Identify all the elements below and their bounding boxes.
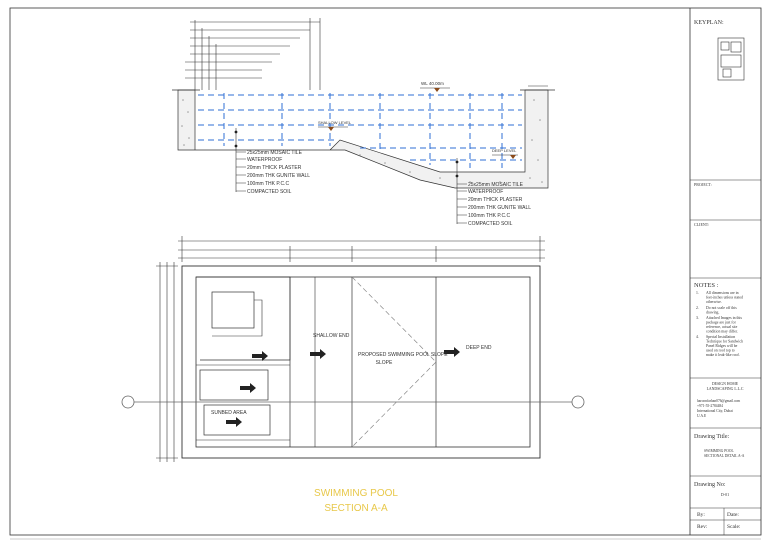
firm-subname: LANDSCAPING L.L.C	[707, 387, 744, 391]
date-label: Date:	[727, 512, 739, 518]
sunbed-label: SUNBED AREA	[211, 410, 247, 416]
contact-phone: +971-55-2784484	[697, 404, 723, 408]
svg-text:Panel Ridges will be: Panel Ridges will be	[706, 344, 738, 348]
dimension-ladder	[185, 18, 321, 90]
firm-name: DESIGN HOME	[712, 382, 739, 386]
keyplan-label: KEYPLAN:	[694, 20, 724, 26]
level-arrows	[226, 347, 460, 427]
shallow-layer-5: 100mm THK P.C.C	[247, 181, 289, 187]
contact-country: U.A.E	[697, 414, 707, 418]
deep-end-label: DEEP END	[466, 345, 492, 351]
section-bubble-left	[121, 395, 135, 409]
pool-deck-outline	[181, 265, 541, 459]
slope-marker	[351, 276, 437, 448]
plan-view: SHALLOW END PROPOSED SWIMMING POOL SLOPE…	[121, 236, 585, 462]
drawing-caption-line2: SECTION A-A	[324, 503, 388, 514]
svg-text:3.: 3.	[696, 316, 699, 320]
client-label: CLIENT:	[694, 222, 709, 227]
svg-text:package are just for: package are just for	[706, 321, 737, 325]
svg-text:1.: 1.	[696, 291, 699, 295]
section-bubble-right	[571, 395, 585, 409]
shallow-layer-1: 25x25mm MOSAIC TILE	[247, 150, 303, 156]
drawing-title-line2: SECTIONAL DETAIL A-A	[704, 454, 745, 458]
notes-list: 1. All dimensions are in feet-inches unl…	[696, 291, 743, 357]
svg-text:Do not scale off this: Do not scale off this	[706, 306, 737, 310]
svg-text:condition may differ.: condition may differ.	[706, 330, 738, 334]
contact-address: International City, Dubai	[697, 409, 733, 414]
drawing-title-label: Drawing Title:	[694, 434, 730, 440]
wl-shallow-label: SHALLOW LEVEL	[318, 120, 352, 125]
svg-text:feet-inches unless stated: feet-inches unless stated	[706, 296, 743, 300]
pool-inner-outline	[195, 276, 531, 448]
shallow-layer-4: 200mm THK GUNITE WALL	[247, 173, 310, 179]
title-block: KEYPLAN: PROJECT: CLIENT: NOTES : 1. All…	[690, 20, 761, 535]
drawing-no-value: D-01	[721, 492, 729, 497]
svg-text:make it leak-like roof.: make it leak-like roof.	[706, 353, 740, 357]
wl-marker-top: WL 40.00m	[420, 81, 450, 92]
svg-text:SLOPE: SLOPE	[376, 360, 393, 366]
plan-dimensions-top	[178, 236, 545, 262]
shallow-layer-2: WATERPROOF	[247, 157, 282, 163]
deep-layer-callouts: 25x25mm MOSAIC TILE WATERPROOF 20mm THIC…	[455, 158, 531, 227]
slope-label: PROPOSED SWIMMING POOL SLOPE	[358, 352, 448, 358]
svg-text:otherwise.: otherwise.	[706, 300, 722, 304]
svg-text:2.: 2.	[696, 306, 699, 310]
keyplan-thumbnail	[717, 37, 745, 81]
water-lines	[198, 93, 522, 168]
shallow-layer-callouts: 25x25mm MOSAIC TILE WATERPROOF 20mm THIC…	[234, 128, 310, 195]
plan-dimensions-left	[156, 262, 178, 462]
svg-text:drawing.: drawing.	[706, 311, 719, 315]
deep-layer-5: 100mm THK P.C.C	[468, 213, 510, 219]
deep-layer-6: COMPACTED SOIL	[468, 221, 513, 227]
svg-text:All dimensions are in: All dimensions are in	[706, 291, 739, 295]
wl-marker-deep: DEEP LEVEL	[492, 148, 518, 159]
svg-text:reference, actual site: reference, actual site	[706, 325, 738, 330]
notes-title: NOTES :	[694, 282, 719, 289]
drawing-caption-line1: SWIMMING POOL	[314, 488, 398, 499]
drawing-no-label: Drawing No:	[694, 482, 726, 488]
scale-label: Scale:	[727, 524, 741, 530]
sheet-border	[9, 7, 762, 536]
soil-mass	[177, 89, 549, 189]
section-view: WL 40.00m SHALLOW LEVEL DEEP LEVEL 25x25…	[172, 18, 555, 227]
rev-label: Rev:	[697, 524, 708, 530]
wl-deep-label: DEEP LEVEL	[492, 148, 517, 153]
drawing-title-line1: SWIMMING POOL	[704, 449, 734, 453]
contact-email: haroonfarhan076@gmail.com	[697, 399, 740, 403]
project-label: PROJECT:	[694, 182, 712, 187]
wl-top-label: WL 40.00m	[421, 81, 444, 86]
svg-text:Technique for Sandwich: Technique for Sandwich	[706, 340, 743, 344]
svg-text:4.: 4.	[696, 335, 699, 339]
svg-text:Special Installation: Special Installation	[706, 335, 735, 339]
shallow-end-label: SHALLOW END	[313, 333, 350, 339]
deep-layer-3: 20mm THICK PLASTER	[468, 197, 523, 203]
deep-layer-4: 200mm THK GUNITE WALL	[468, 205, 531, 211]
wl-marker-shallow: SHALLOW LEVEL	[318, 120, 352, 131]
svg-text:used on roof top to: used on roof top to	[706, 349, 735, 353]
shallow-layer-3: 20mm THICK PLASTER	[247, 165, 302, 171]
shallow-layer-6: COMPACTED SOIL	[247, 189, 292, 195]
deep-layer-1: 25x25mm MOSAIC TILE	[468, 182, 524, 188]
svg-text:Attached Images in this: Attached Images in this	[706, 316, 742, 320]
by-label: By:	[697, 512, 705, 518]
deep-layer-2: WATERPROOF	[468, 189, 503, 195]
